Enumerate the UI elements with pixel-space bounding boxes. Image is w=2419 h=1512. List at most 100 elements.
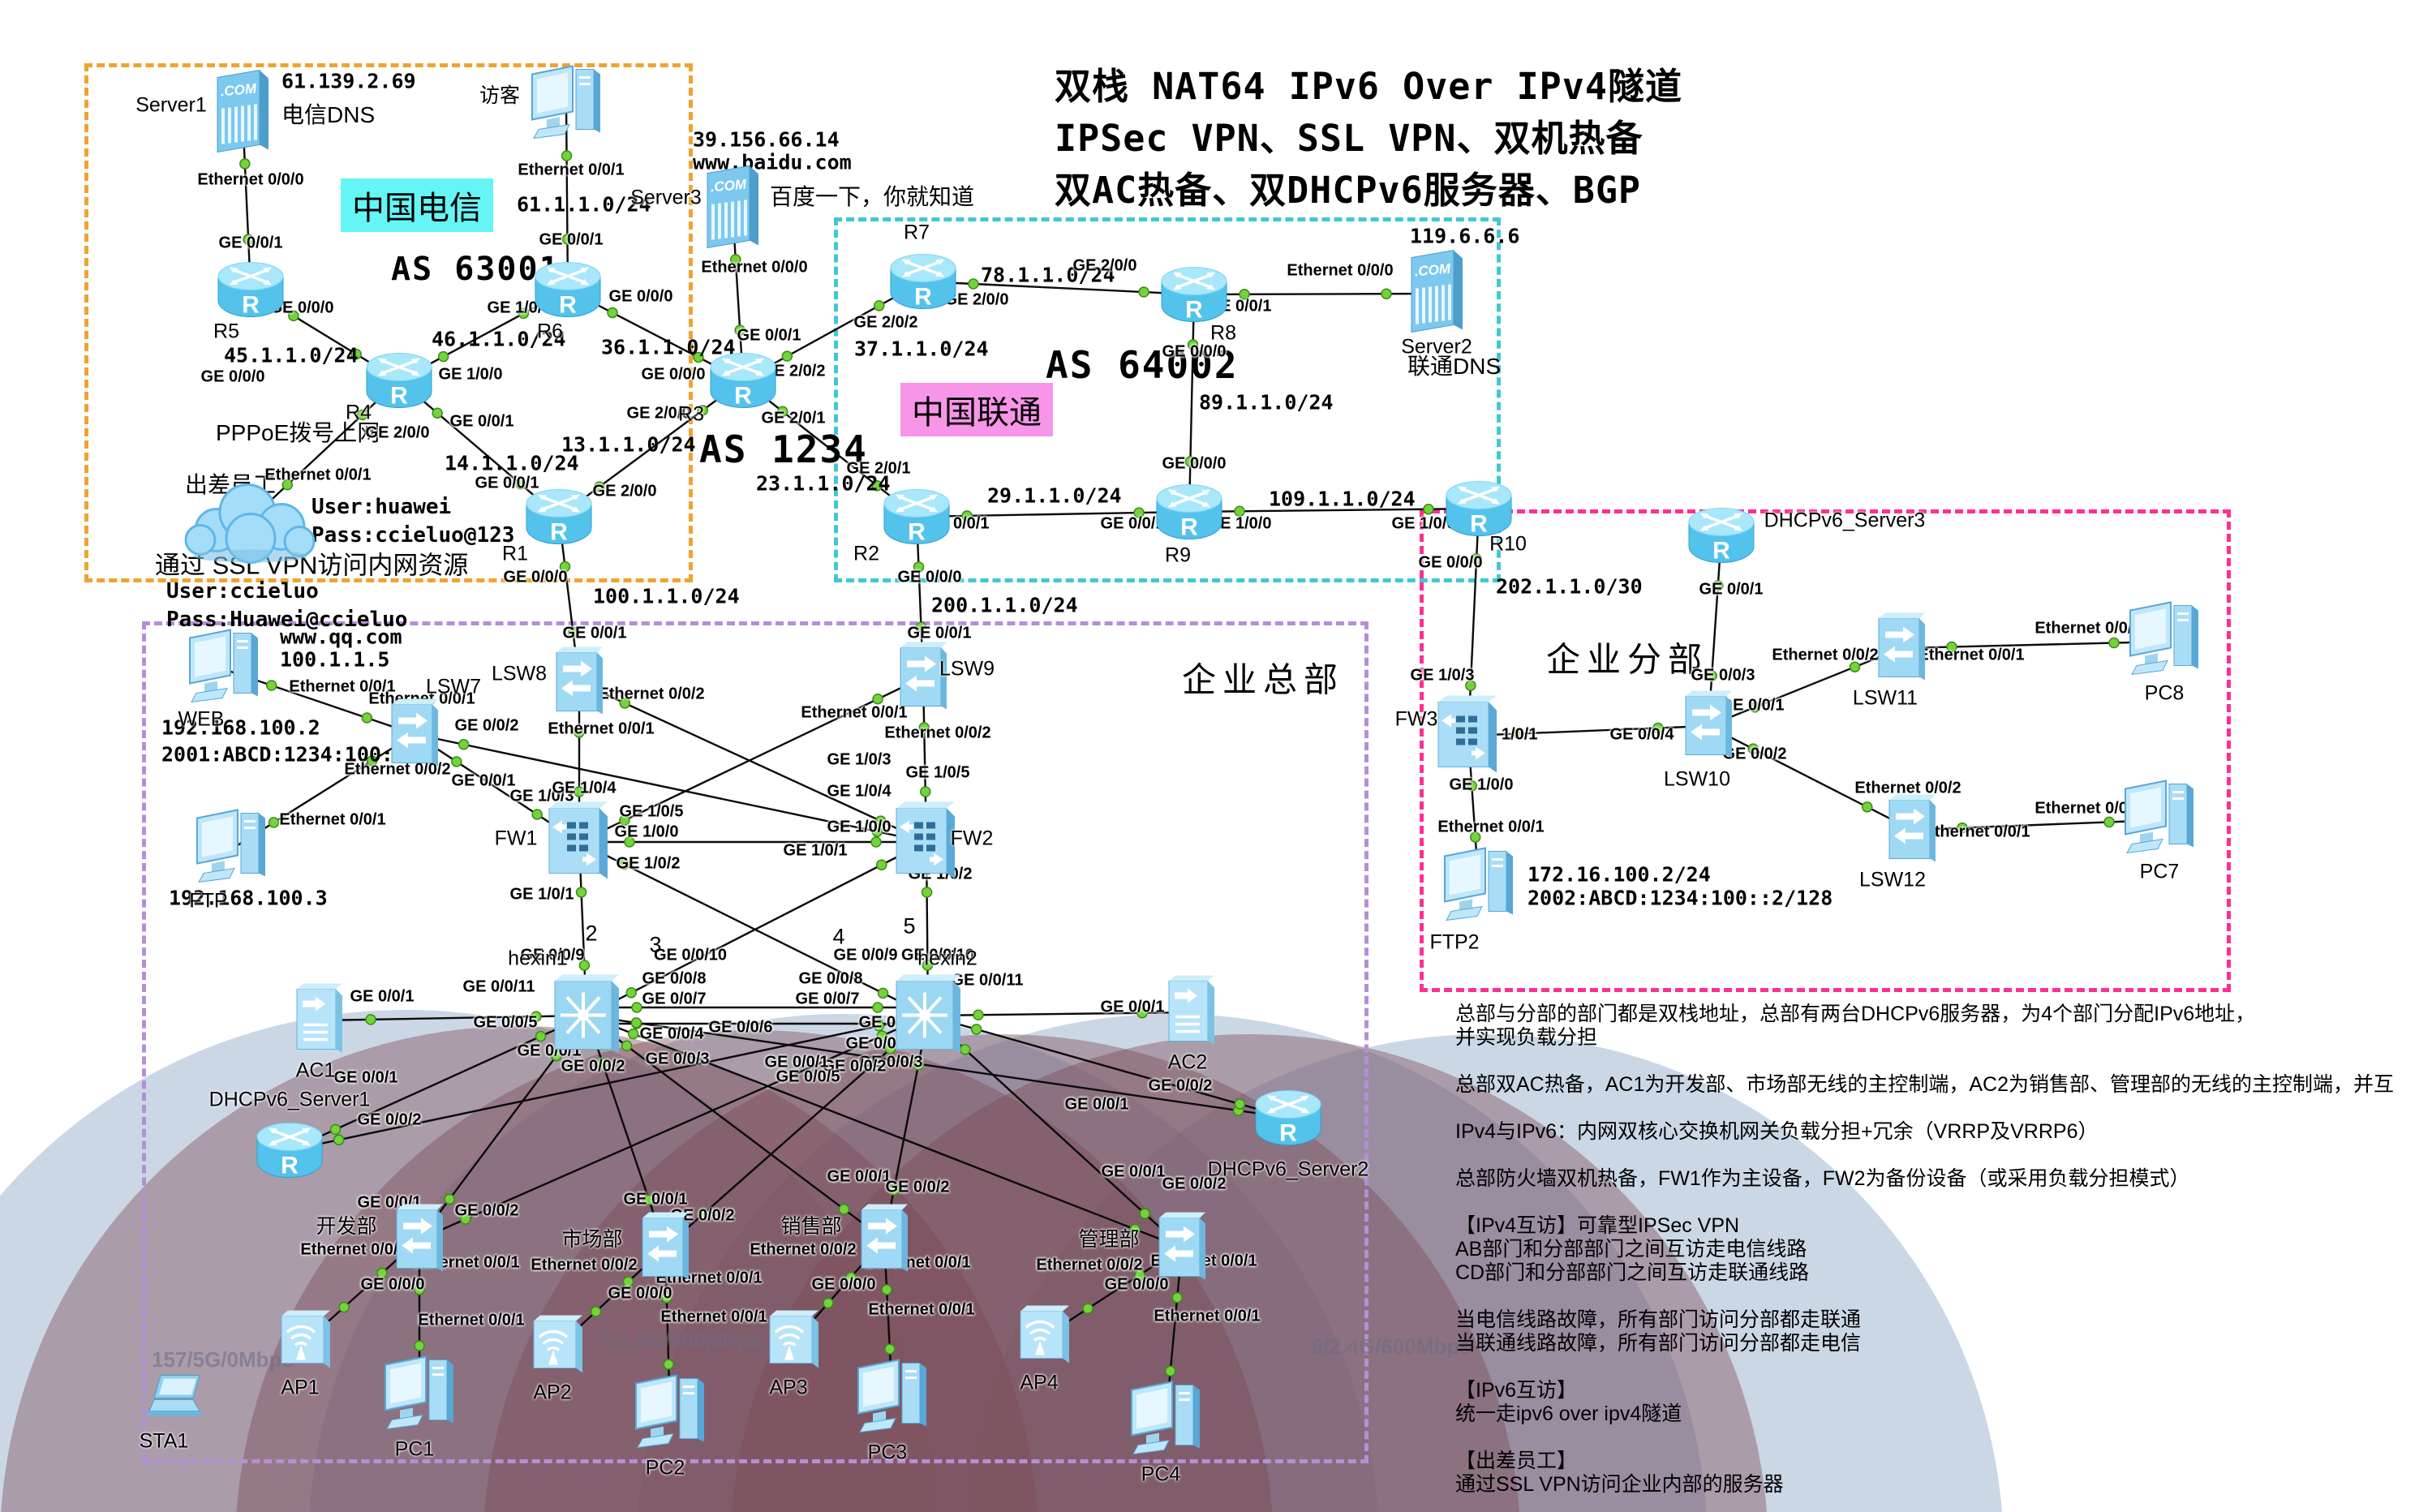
device-lsw10[interactable]: [1682, 690, 1734, 762]
device-lsw7[interactable]: [389, 698, 440, 771]
device-r10[interactable]: R: [1442, 476, 1516, 542]
port-label: Ethernet 0/0/1: [418, 1311, 525, 1329]
device-hexin1[interactable]: [551, 974, 622, 1058]
device-label-fw1: FW1: [494, 827, 538, 850]
device-r9[interactable]: R: [1152, 479, 1227, 545]
link-r4-r1: [398, 380, 560, 518]
device-label-r8: R8: [1210, 321, 1236, 345]
port-label: GE 2/0/1: [761, 409, 826, 427]
switch-icon: [897, 642, 949, 713]
device-label-ap2: AP2: [533, 1381, 572, 1404]
device-sw_dev[interactable]: [393, 1204, 445, 1276]
link-guest-r6: [565, 105, 569, 290]
device-server1[interactable]: .COM: [211, 68, 274, 160]
port-dot: [1171, 1291, 1183, 1304]
port-label: GE 0/0/9: [833, 946, 898, 964]
port-label: Ethernet 0/0/1: [1923, 823, 2030, 841]
device-ac1[interactable]: [294, 983, 347, 1059]
device-r7[interactable]: R: [886, 249, 960, 315]
port-label: Ethernet 0/0/2: [1854, 779, 1961, 797]
note-line: 当联通线路故障，所有部门访问分部都走电信: [1455, 1332, 1862, 1355]
device-label-ap4: AP4: [1020, 1371, 1059, 1394]
device-r2[interactable]: R: [879, 484, 954, 550]
svg-text:R: R: [390, 383, 408, 410]
cloud-icon: [176, 483, 325, 569]
port-dot: [268, 817, 280, 828]
device-lsw9[interactable]: [897, 642, 949, 714]
note-line: [1455, 1097, 2419, 1120]
device-r5[interactable]: R: [213, 257, 288, 323]
device-dhcp1[interactable]: R: [252, 1118, 327, 1183]
region-box-telecom: [84, 63, 693, 582]
device-web[interactable]: [185, 625, 263, 714]
device-ap2[interactable]: [531, 1313, 587, 1379]
device-fw2[interactable]: [893, 801, 960, 883]
port-dot: [361, 712, 373, 724]
device-dhcp3[interactable]: R: [1684, 503, 1759, 569]
device-ftp2[interactable]: [1440, 844, 1518, 932]
pc-icon: [527, 65, 605, 149]
device-sw_mgmt[interactable]: [1156, 1212, 1208, 1284]
port-dot: [877, 987, 889, 999]
telecom-label: 中国电信: [341, 178, 493, 232]
device-r6[interactable]: R: [531, 257, 605, 323]
text-label: 2001:ABCD:1234:100::2: [161, 742, 419, 767]
port-label: GE 0/0/1: [350, 987, 415, 1006]
device-pc1[interactable]: [380, 1352, 458, 1441]
device-r1[interactable]: R: [522, 484, 596, 550]
device-lsw11[interactable]: [1875, 612, 1927, 685]
device-pc3[interactable]: [853, 1355, 931, 1444]
port-dot: [1129, 1223, 1141, 1235]
svg-text:.COM: .COM: [710, 177, 748, 195]
port-label: GE 1/0/5: [905, 763, 970, 782]
port-label: GE 0/0/4: [1609, 725, 1674, 744]
ap-icon: [531, 1315, 587, 1378]
device-cloud[interactable]: [176, 469, 325, 570]
device-server3[interactable]: .COM: [701, 164, 764, 256]
port-label: Ethernet 0/0/2: [750, 1240, 857, 1259]
device-r4[interactable]: R: [362, 348, 436, 414]
device-sw_mkt[interactable]: [639, 1212, 691, 1284]
device-ac2[interactable]: [1166, 975, 1219, 1050]
port-label: GE 0/0/0: [811, 1275, 876, 1294]
text-label: AS 1234: [699, 427, 868, 471]
port-label: Ethernet 0/0/2: [344, 760, 451, 779]
device-hexin2[interactable]: [892, 974, 964, 1058]
port-label: GE 0/0/4: [639, 1024, 704, 1043]
port-dot: [459, 1213, 471, 1225]
port-dot: [870, 836, 882, 848]
text-label: 61.139.2.69: [281, 69, 416, 93]
link-number: 5: [903, 913, 916, 939]
link-number: 4: [832, 924, 845, 949]
port-dot: [624, 836, 635, 848]
device-lsw8[interactable]: [553, 646, 605, 719]
device-ap3[interactable]: [767, 1308, 823, 1374]
device-sta1[interactable]: [146, 1371, 214, 1425]
device-label-fw2: FW2: [950, 827, 994, 850]
port-dot: [876, 1030, 888, 1042]
device-ftp[interactable]: [192, 805, 270, 894]
device-ap1[interactable]: [278, 1308, 335, 1374]
device-r8[interactable]: R: [1157, 262, 1231, 328]
device-guest[interactable]: [527, 62, 605, 150]
device-ap4[interactable]: [1017, 1304, 1074, 1369]
link-lsw12-pc7: [1911, 818, 2160, 831]
device-pc4[interactable]: [1127, 1377, 1205, 1466]
device-pc7[interactable]: [2120, 776, 2198, 865]
device-server2[interactable]: .COM: [1405, 248, 1468, 340]
port-label: GE 1/0/0: [614, 823, 679, 841]
device-dhcp2[interactable]: R: [1251, 1085, 1326, 1151]
port-dot: [559, 561, 571, 573]
device-r3[interactable]: R: [706, 348, 780, 414]
port-dot: [1469, 831, 1481, 843]
device-pc2[interactable]: [631, 1371, 709, 1459]
port-dot: [265, 680, 277, 691]
device-pc8[interactable]: [2125, 598, 2203, 686]
device-sw_sale[interactable]: [858, 1204, 910, 1276]
device-fw3[interactable]: [1435, 695, 1502, 777]
svg-text:R: R: [1185, 297, 1203, 324]
device-lsw12[interactable]: [1886, 794, 1938, 866]
device-fw1[interactable]: [546, 801, 612, 883]
text-label: User:huawei: [312, 495, 452, 519]
link-r3-r2: [742, 380, 917, 518]
